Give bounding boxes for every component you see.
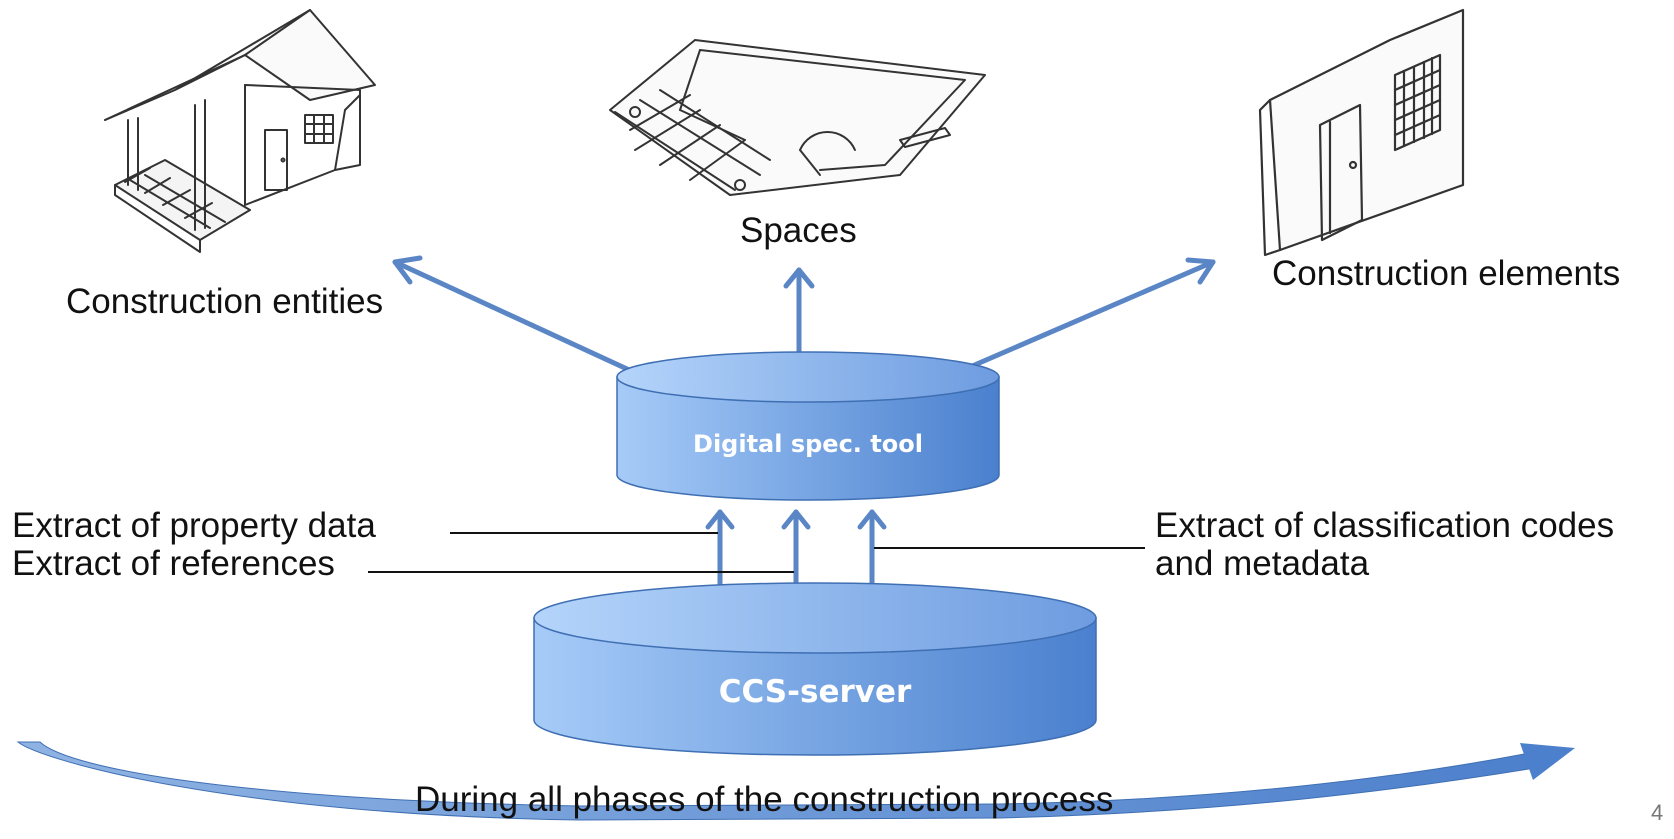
label-construction-elements: Construction elements	[1272, 254, 1621, 293]
process-swoosh-arrow	[16, 741, 1575, 821]
label-extract-classification-line2: and metadata	[1155, 544, 1370, 583]
digital-spec-tool-cylinder	[616, 351, 1000, 501]
label-spaces: Spaces	[740, 211, 857, 250]
house-sketch-icon	[104, 9, 376, 253]
floor-plan-sketch-icon	[609, 39, 986, 196]
label-construction-entities: Construction entities	[66, 282, 384, 321]
ccs-server-cylinder	[533, 582, 1097, 756]
arrow-to-entities-head	[392, 255, 423, 285]
arrow-to-spaces-head	[783, 267, 815, 289]
label-ccs-server: CCS-server	[718, 674, 912, 710]
label-process: During all phases of the construction pr…	[415, 780, 1114, 819]
arrow-to-elements-head	[1185, 257, 1216, 285]
arrow-to-entities	[392, 259, 643, 378]
leader-lines	[368, 532, 1145, 573]
label-digital-spec-tool: Digital spec. tool	[693, 430, 923, 458]
arrow-to-elements	[960, 259, 1216, 373]
label-extract-references: Extract of references	[12, 544, 335, 583]
label-extract-property-data: Extract of property data	[12, 506, 376, 545]
upward-arrows	[392, 255, 1216, 378]
wall-door-window-sketch-icon	[1258, 8, 1465, 257]
page-number: 4	[1651, 800, 1664, 825]
label-extract-classification-line1: Extract of classification codes	[1155, 506, 1615, 545]
